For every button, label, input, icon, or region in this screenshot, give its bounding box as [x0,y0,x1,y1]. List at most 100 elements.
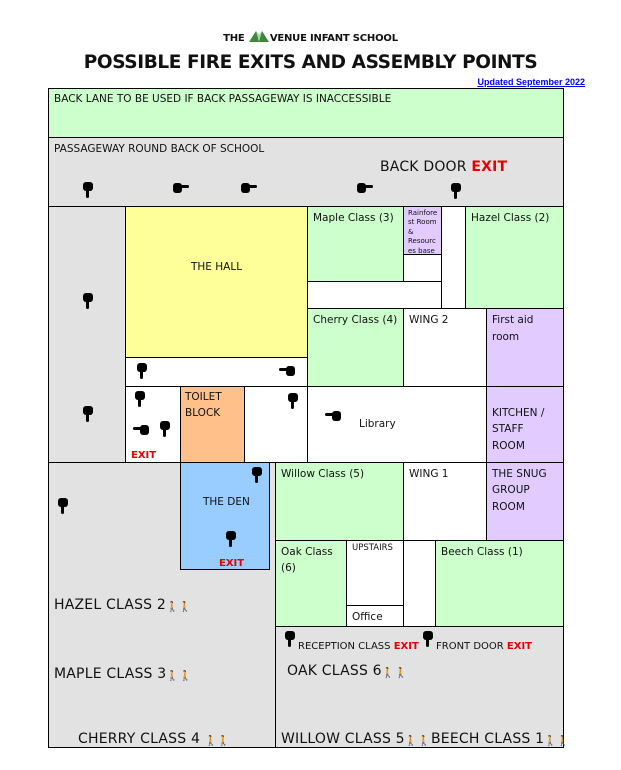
library [307,386,487,463]
people-group-icon: 🚶🚶 [404,736,431,747]
people-group-icon: 🚶🚶 [166,602,192,613]
assembly-maple: MAPLE CLASS 3🚶🚶 [54,666,192,682]
people-group-icon: 🚶🚶 [166,671,192,682]
snug-line-2: GROUP [492,484,530,497]
upstairs-label: UPSTAIRS [352,543,393,553]
the-hall-label: THE HALL [191,261,243,273]
rainforest-room-label: Rainfore st Room & Resourc es base [408,209,437,256]
people-group-icon: 🚶🚶 [544,736,570,747]
willow-class-5 [275,462,404,541]
hand-pointing-down-icon [137,363,147,379]
oak-line-1: Oak Class [281,546,333,558]
maple-corridor [307,281,442,309]
office-label: Office [352,611,383,623]
front-door-exit: EXIT [506,641,533,652]
kitchen-staff-room [486,386,564,463]
back-door-exit: EXIT [471,159,508,175]
hand-pointing-down-icon [451,183,461,199]
oak-class-label: Oak Class (6) [281,544,333,577]
reception-exit-label: RECEPTION CLASS EXIT [298,639,419,655]
assembly-willow: WILLOW CLASS 5🚶🚶 [281,731,430,747]
oak-line-2: (6) [281,562,296,575]
back-lane-label: BACK LANE TO BE USED IF BACK PASSAGEWAY … [54,93,392,105]
kitchen-label: KITCHEN / STAFF ROOM [492,405,544,454]
back-passageway-label: PASSAGEWAY ROUND BACK OF SCHOOL [54,143,265,155]
first-aid-line-2: room [492,330,520,343]
hand-pointing-right-icon [241,183,257,193]
back-door-text: BACK DOOR [380,159,467,175]
assembly-hazel-text: HAZEL CLASS 2 [54,597,166,613]
assembly-hazel: HAZEL CLASS 2🚶🚶 [54,597,191,613]
hand-pointing-left-icon [325,411,341,421]
reception-text: RECEPTION CLASS [298,641,391,652]
snug-label: THE SNUG GROUP ROOM [492,466,547,515]
school-name: THE VENUE INFANT SCHOOL [0,29,621,44]
hall-corridor [125,357,308,387]
hand-pointing-down-icon [288,393,298,409]
toilet-block-label: TOILET BLOCK [185,389,222,422]
rainforest-line-1: Rainfore [408,209,438,217]
assembly-beech-text: BEECH CLASS 1 [431,731,545,747]
the-hall [125,206,308,358]
triangle-a-logo-icon [248,31,269,42]
hand-pointing-right-icon [357,183,373,193]
willow-class-label: Willow Class (5) [281,468,365,480]
hand-pointing-down-icon [83,293,93,309]
assembly-oak-text: OAK CLASS 6 [287,663,382,679]
first-aid-line-1: First aid [492,314,534,326]
assembly-maple-text: MAPLE CLASS 3 [54,666,167,682]
rainforest-line-5: es base [408,246,435,255]
beech-class-label: Beech Class (1) [441,546,523,558]
snug-line-3: ROOM [492,500,525,513]
back-lane [48,88,564,138]
hand-pointing-down-icon [83,182,93,198]
cherry-class-label: Cherry Class (4) [313,314,398,326]
left-exit-label: EXIT [131,450,157,461]
rainforest-corridor [403,254,442,282]
library-label: Library [359,418,396,430]
hand-pointing-down-icon [135,391,145,407]
hazel-class-label: Hazel Class (2) [471,212,550,224]
beech-class-1 [435,540,564,627]
kitchen-line-1: KITCHEN / [492,407,545,419]
upstairs [346,540,404,606]
oak-class-6 [275,540,347,627]
front-door-text: FRONT DOOR [436,641,504,652]
front-door-exit-label: FRONT DOOR EXIT [436,639,532,655]
front-corridor [403,540,436,627]
hazel-class-2 [465,206,564,309]
hand-pointing-down-icon [83,406,93,422]
people-group-icon: 🚶🚶 [381,668,408,679]
assembly-beech: BEECH CLASS 1🚶🚶 [431,731,570,747]
page-title: POSSIBLE FIRE EXITS AND ASSEMBLY POINTS [83,52,538,73]
assembly-cherry: CHERRY CLASS 4 🚶🚶 [78,731,230,747]
hand-pointing-down-icon [285,631,295,647]
snug-line-1: THE SNUG [492,468,547,480]
updated-date: Updated September 2022 [477,77,585,87]
hand-pointing-right-icon [173,183,189,193]
hand-pointing-left-icon [133,425,149,435]
hand-pointing-left-icon [279,366,295,376]
hand-pointing-down-icon [226,531,236,547]
kitchen-line-2: STAFF [492,423,524,436]
kitchen-line-3: ROOM [492,439,525,452]
people-group-icon: 🚶🚶 [204,736,231,747]
assembly-willow-text: WILLOW CLASS 5 [281,731,405,747]
reception-exit: EXIT [393,641,419,652]
left-corridor [48,206,126,463]
maple-class-3 [307,206,404,282]
the-den-label: THE DEN [203,496,250,508]
assembly-oak: OAK CLASS 6🚶🚶 [287,663,407,679]
rainforest-line-2: st Room [408,218,437,227]
toilet-line-2: BLOCK [185,407,221,420]
toilet-line-1: TOILET [185,391,222,403]
school-name-prefix: THE [223,33,248,44]
first-aid-label: First aid room [492,312,533,346]
assembly-area-right [275,626,564,748]
assembly-cherry-text: CHERRY CLASS 4 [78,731,201,747]
cherry-class-4 [307,308,404,387]
school-name-rest: VENUE INFANT SCHOOL [269,33,398,44]
rainforest-line-4: Resourc [408,237,436,246]
wing-2-label: WING 2 [409,314,449,326]
wing-1-label: WING 1 [409,468,449,480]
